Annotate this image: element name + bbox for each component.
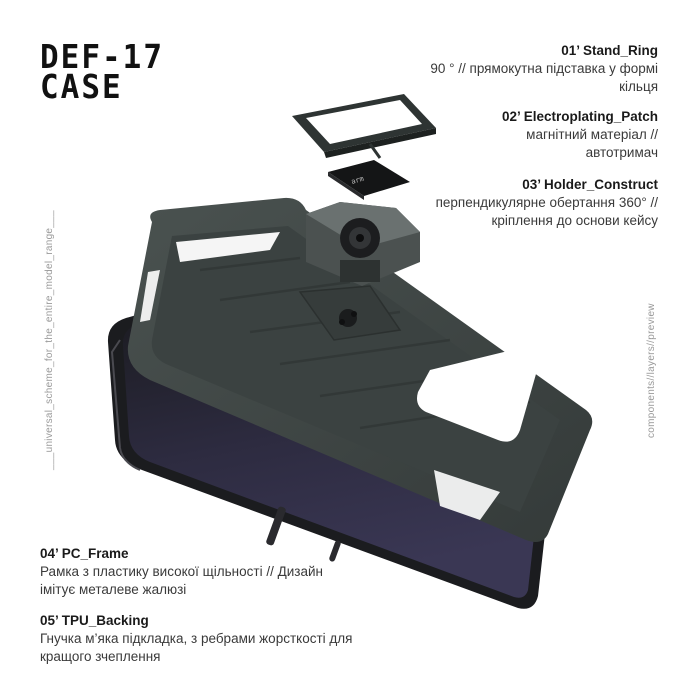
holder-construct xyxy=(306,202,420,286)
spec-stand-ring: 01’ Stand_Ring 90 ° // прямокутна підста… xyxy=(408,42,658,96)
spec-title: 02’ Electroplating_Patch xyxy=(501,109,658,124)
patch-label: arm xyxy=(350,175,364,186)
spec-desc: Гнучка м’яка підкладка, з ребрами жорстк… xyxy=(40,631,353,664)
spec-desc: перпендикулярне обертання 360° // кріпле… xyxy=(435,195,658,228)
stand-ring xyxy=(292,94,436,159)
spec-holder-construct: 03’ Holder_Construct перпендикулярне обе… xyxy=(408,176,658,230)
spec-tpu-backing: 05’ TPU_Backing Гнучка м’яка підкладка, … xyxy=(40,612,360,666)
spec-desc: магнітний матеріал // автотримач xyxy=(526,127,658,160)
pc-frame xyxy=(127,197,593,542)
spec-title: 05’ TPU_Backing xyxy=(40,613,149,628)
spec-title: 03’ Holder_Construct xyxy=(522,177,658,192)
spec-pc-frame: 04’ PC_Frame Рамка з пластику високої щі… xyxy=(40,545,360,599)
spec-title: 04’ PC_Frame xyxy=(40,546,129,561)
brand-logo: DEF-17 CASE xyxy=(40,38,230,107)
electroplating-patch: arm xyxy=(328,160,410,200)
spec-desc: Рамка з пластику високої щільності // Ди… xyxy=(40,564,323,597)
spec-title: 01’ Stand_Ring xyxy=(561,43,658,58)
spec-electroplating-patch: 02’ Electroplating_Patch магнітний матер… xyxy=(408,108,658,162)
spec-desc: 90 ° // прямокутна підставка у формі кіл… xyxy=(430,61,658,94)
logo-line-1: DEF-17 xyxy=(40,38,164,77)
logo-line-2: CASE xyxy=(40,68,123,107)
